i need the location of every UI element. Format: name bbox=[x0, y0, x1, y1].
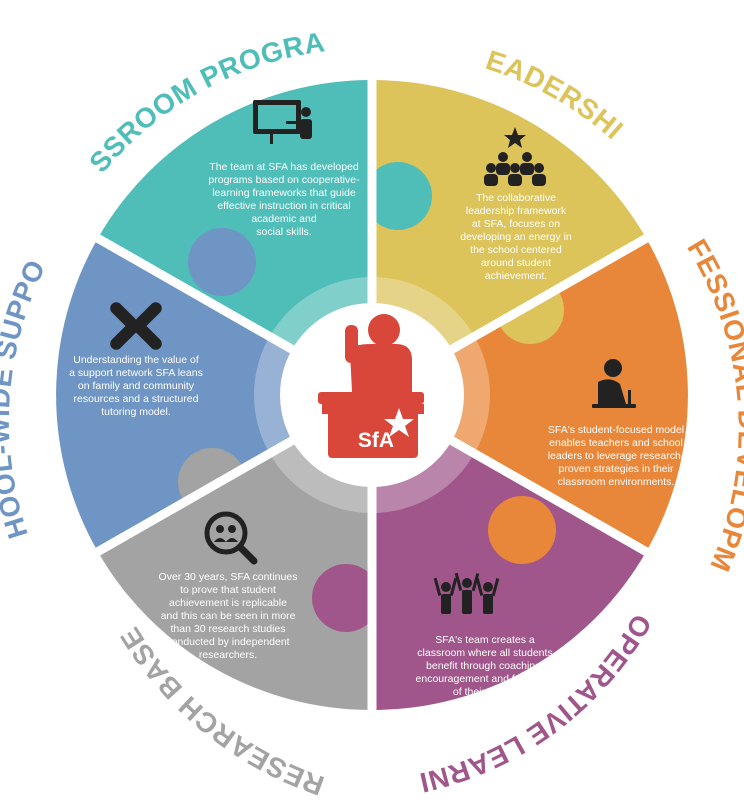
desc-line: Understanding the value of bbox=[73, 354, 199, 366]
desc-line: around student bbox=[481, 257, 551, 269]
desc-line: programs based on cooperative- bbox=[208, 174, 360, 186]
desc-line: resources and a structured bbox=[74, 393, 199, 405]
desc-line: classroom where all students bbox=[417, 647, 552, 659]
desc-line: classroom environments. bbox=[558, 476, 675, 488]
desc-line: to prove that student bbox=[180, 584, 276, 596]
desc-line: leadership framework bbox=[466, 205, 567, 217]
segment-professional bbox=[372, 238, 688, 552]
joined-hands-icon bbox=[110, 302, 162, 350]
desc-line: enables teachers and school bbox=[549, 437, 683, 449]
desc-line: academic and bbox=[251, 213, 317, 225]
desc-line: benefit through coaching, bbox=[426, 660, 544, 672]
desc-line: Over 30 years, SFA continues bbox=[159, 571, 298, 583]
desc-line: proven strategies in their bbox=[559, 463, 674, 475]
desc-line: a support network SFA leans bbox=[69, 367, 203, 379]
segment-leadership bbox=[372, 79, 646, 395]
desc-line: The team at SFA has developed bbox=[209, 161, 359, 173]
title-school-wide-support: SCHOOL-WIDE SUPPORT bbox=[0, 0, 51, 542]
desc-line: of their peers. bbox=[453, 686, 517, 698]
desc-line: learning frameworks that guide bbox=[212, 187, 356, 199]
desc-line: and this can be seen in more bbox=[161, 610, 296, 622]
star-icon bbox=[384, 408, 414, 437]
puzzle-knob-schoolwide bbox=[188, 228, 256, 296]
presentation-board-icon bbox=[253, 100, 312, 144]
desc-line: the school centered bbox=[470, 244, 562, 256]
segment-schoolwide bbox=[56, 238, 372, 552]
desc-line: developing an energy in bbox=[460, 231, 572, 243]
magnifier-people-icon bbox=[204, 511, 258, 565]
team-leader-star-icon bbox=[484, 127, 546, 186]
desc-line: achievement. bbox=[485, 270, 547, 282]
desc-line: tutoring model. bbox=[101, 406, 170, 418]
desc-line: encouragement and feedback bbox=[416, 673, 556, 685]
desc-line: at SFA, focuses on bbox=[472, 218, 560, 230]
desc-line: leaders to leverage research- bbox=[548, 450, 685, 462]
desc-line: SFA's team creates a bbox=[435, 634, 535, 646]
desc-line: social skills. bbox=[256, 226, 311, 238]
student-at-desk-icon bbox=[592, 359, 636, 408]
desc-line: conducted by independent bbox=[166, 636, 289, 648]
desc-line: researchers. bbox=[199, 649, 257, 661]
puzzle-knob-professional bbox=[488, 496, 556, 564]
desc-line: on family and community bbox=[78, 380, 195, 392]
desc-line: The collaborative bbox=[476, 192, 556, 204]
desc-line: effective instruction in critical bbox=[217, 200, 350, 212]
center-logo: SfA bbox=[358, 429, 394, 452]
cheering-group-icon bbox=[433, 572, 500, 614]
desc-line: than 30 research studies bbox=[171, 623, 286, 635]
student-raising-hand-icon bbox=[318, 314, 424, 458]
desc-line: SFA's student-focused model bbox=[548, 424, 684, 436]
desc-line: achievement is replicable bbox=[169, 597, 287, 609]
